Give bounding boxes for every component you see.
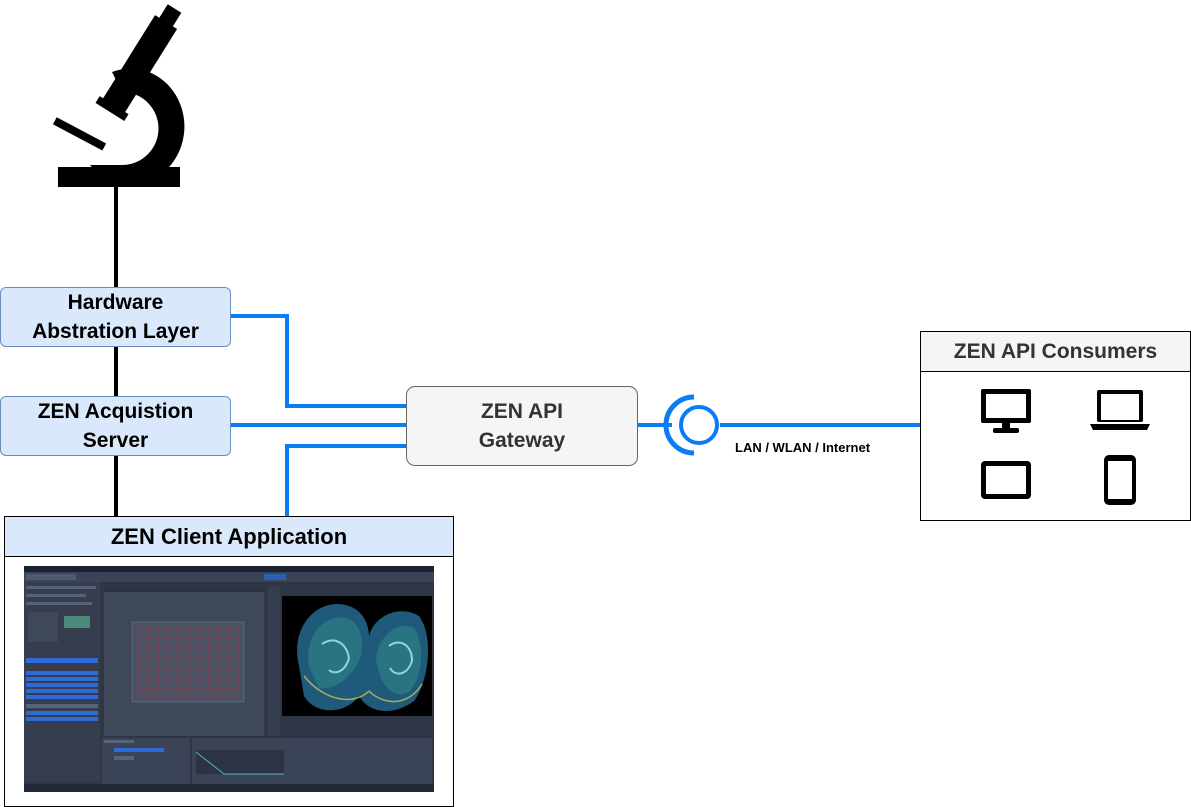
consumers-box: ZEN API Consumers bbox=[920, 331, 1191, 521]
gateway-box: ZEN API Gateway bbox=[406, 386, 638, 466]
laptop-icon bbox=[1090, 390, 1150, 430]
hal-label: Hardware Abstration Layer bbox=[32, 291, 199, 343]
hal-gateway-connector bbox=[230, 314, 407, 408]
network-label: LAN / WLAN / Internet bbox=[735, 440, 871, 455]
consumers-title: ZEN API Consumers bbox=[921, 332, 1190, 372]
client-application-screenshot bbox=[24, 566, 434, 792]
hal-box: Hardware Abstration Layer bbox=[0, 287, 231, 347]
gateway-label: ZEN API Gateway bbox=[478, 400, 566, 452]
acquisition-server-box: ZEN Acquistion Server bbox=[0, 396, 231, 456]
screenshot-image bbox=[24, 566, 434, 792]
client-application-box: ZEN Client Application bbox=[4, 516, 454, 807]
network-interface-icon bbox=[663, 394, 719, 456]
microscope-icon bbox=[52, 4, 185, 187]
client-application-title: ZEN Client Application bbox=[5, 517, 453, 557]
phone-icon bbox=[1104, 455, 1136, 505]
monitor-icon bbox=[981, 389, 1031, 433]
tablet-icon bbox=[981, 461, 1031, 499]
acquisition-server-label: ZEN Acquistion Server bbox=[37, 400, 194, 452]
tissue-section-image bbox=[297, 604, 429, 712]
client-gateway-connector bbox=[285, 444, 407, 517]
